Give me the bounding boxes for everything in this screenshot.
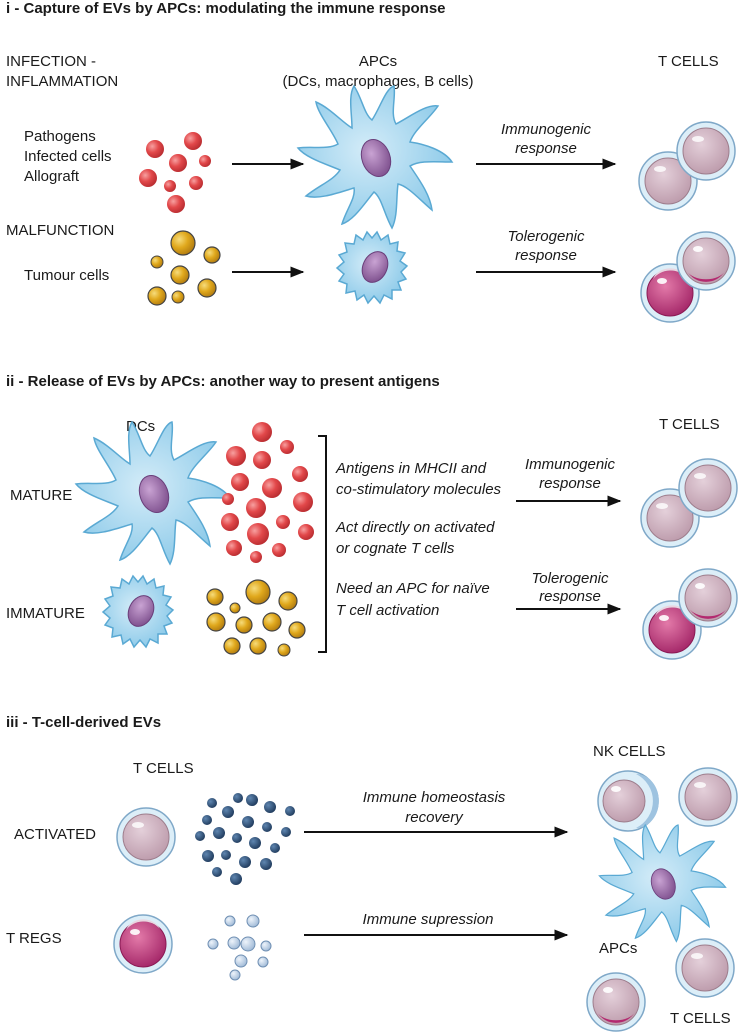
immature-dc-icon — [102, 575, 174, 648]
note-naive-line2: T cell activation — [336, 602, 439, 619]
dark-blue-ev-cluster — [195, 793, 295, 885]
apcs-label-iii: APCs — [599, 940, 637, 957]
treg-pair-icon-ii — [643, 569, 737, 659]
pathogen-list-item: Allograft — [24, 168, 80, 185]
tcells-label-i: T CELLS — [658, 53, 719, 70]
tcell-pair-icon-ii — [641, 459, 737, 547]
tolerogenic-label-line2: response — [515, 247, 577, 264]
tregs-label: T REGS — [6, 930, 62, 947]
tcells-label-iii: T CELLS — [133, 760, 194, 777]
apcs-subtitle: (DCs, macrophages, B cells) — [283, 73, 474, 90]
immunogenic-label-ii-line2: response — [539, 475, 601, 492]
target-tcell-icon — [678, 767, 738, 827]
nk-cell-icon — [597, 770, 660, 832]
apc-immature-cell-icon — [336, 231, 408, 304]
homeostasis-label-line1: Immune homeostasis — [363, 789, 506, 806]
note-direct-line2: or cognate T cells — [336, 540, 455, 557]
tcell-pair-icon — [639, 122, 735, 210]
infection-label-line1: INFECTION - — [6, 53, 96, 70]
nk-cells-label: NK CELLS — [593, 743, 666, 760]
note-naive-line1: Need an APC for naïve — [336, 580, 490, 597]
tcells-bottom-label: T CELLS — [670, 1010, 731, 1027]
tolerogenic-label-line1: Tolerogenic — [508, 228, 585, 245]
light-blue-ev-cluster — [207, 914, 272, 981]
apc-dendritic-cell-icon — [297, 85, 453, 229]
note-antigens-line1: Antigens in MHCII and — [335, 460, 487, 477]
treg-cell-icon — [113, 914, 173, 974]
tolerogenic-label-ii-line1: Tolerogenic — [532, 570, 609, 587]
immunogenic-label-line1: Immunogenic — [501, 121, 592, 138]
immunogenic-label-line2: response — [515, 140, 577, 157]
note-direct-line1: Act directly on activated — [335, 519, 495, 536]
homeostasis-label-line2: recovery — [405, 809, 464, 826]
activated-label: ACTIVATED — [14, 826, 96, 843]
tcells-label-ii: T CELLS — [659, 416, 720, 433]
activated-tcell-icon — [116, 807, 176, 867]
mature-label: MATURE — [10, 487, 72, 504]
mature-dc-icon — [75, 421, 231, 565]
pathogen-list-item: Infected cells — [24, 148, 112, 165]
treg-pair-icon — [641, 232, 735, 322]
yellow-ev-cluster-ii — [206, 579, 306, 657]
apcs-title: APCs — [359, 53, 397, 70]
red-ev-cluster-ii — [221, 422, 314, 563]
red-ev-cluster — [139, 132, 211, 213]
section-i-title: i - Capture of EVs by APCs: modulating t… — [6, 0, 446, 17]
infection-label-line2: INFLAMMATION — [6, 73, 118, 90]
note-antigens-line2: co-stimulatory molecules — [336, 481, 502, 498]
yellow-ev-cluster — [147, 230, 221, 306]
section-iii-title: iii - T-cell-derived EVs — [6, 714, 161, 731]
immature-label: IMMATURE — [6, 605, 85, 622]
tumour-label: Tumour cells — [24, 267, 109, 284]
section-ii-title: ii - Release of EVs by APCs: another way… — [6, 373, 440, 390]
suppression-label: Immune supression — [363, 911, 494, 928]
pathogen-list-item: Pathogens — [24, 128, 96, 145]
target-treg-icon — [586, 972, 646, 1032]
grouping-bracket — [318, 435, 327, 653]
target-tcell-icon-2 — [675, 938, 735, 998]
immunogenic-label-ii-line1: Immunogenic — [525, 456, 616, 473]
malfunction-label: MALFUNCTION — [6, 222, 114, 239]
tolerogenic-label-ii-line2: response — [539, 588, 601, 605]
target-apc-icon — [598, 824, 727, 943]
